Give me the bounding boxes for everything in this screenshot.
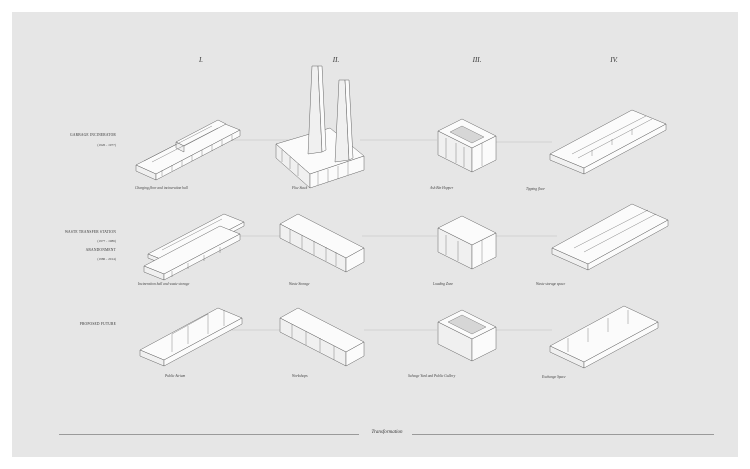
caption-public-atrium: Public Atrium	[165, 374, 186, 378]
caption-exchange-space: Exchange Space	[542, 375, 566, 379]
row-label-garbage-incinerator: GARBAGE INCINERATOR	[70, 133, 116, 137]
caption-charging-floor: Charging floor and incineration hall	[135, 186, 188, 190]
row-label-proposed-future: PROPOSED FUTURE	[79, 322, 116, 326]
drawing-flue-stack	[275, 65, 365, 189]
caption-ash-bin-hopper: Ash Bin Hopper	[430, 186, 454, 190]
drawing-salvage-yard	[437, 309, 497, 362]
drawing-incineration-hall	[143, 213, 245, 281]
caption-salvage-yard: Salvage Yard and Public Gallery	[408, 374, 456, 378]
caption-incineration-hall: Incineration hall and waste storage	[138, 282, 190, 286]
drawing-loading-zone	[437, 215, 497, 270]
drawing-workshops	[279, 307, 365, 367]
caption-flue-stack: Flue Stack	[292, 186, 308, 190]
drawing-tipping-floor	[549, 109, 667, 175]
row-date-abandonment: (1986 - 2014)	[97, 257, 116, 261]
drawing-ash-bin-hopper	[437, 118, 497, 173]
drawing-charging-floor	[135, 119, 241, 181]
footer-rule-left	[59, 434, 359, 435]
column-heading-4: IV.	[610, 56, 618, 64]
caption-tipping-floor: Tipping floor	[526, 187, 545, 191]
caption-waste-storage-space: Waste storage space	[536, 282, 566, 286]
column-heading-2: II.	[332, 56, 340, 64]
footer-title: Transformation	[371, 430, 403, 435]
drawing-exchange-space	[549, 305, 659, 369]
row-date-garbage-incinerator: (1926 - 1977)	[97, 143, 116, 147]
caption-loading-zone: Loading Zone	[433, 282, 454, 286]
drawing-public-atrium	[139, 307, 243, 367]
column-heading-3: III.	[472, 56, 482, 64]
axonometric-drawings	[135, 65, 669, 369]
caption-waste-storage: Waste Storage	[289, 282, 310, 286]
footer-rule-right	[412, 434, 714, 435]
column-heading-1: I.	[198, 56, 204, 64]
diagram-board: I. II. III. IV. GARBAGE INCINERATOR (192…	[12, 12, 738, 457]
row-label-abandonment: ABANDONMENT	[85, 248, 116, 252]
drawing-waste-storage-space	[551, 203, 669, 271]
caption-workshops: Workshops	[292, 374, 308, 378]
row-label-waste-transfer-station: WASTE TRANSFER STATION	[64, 230, 116, 234]
drawing-waste-storage	[279, 213, 365, 273]
row-date-waste-transfer-station: (1977 - 1986)	[97, 239, 116, 243]
